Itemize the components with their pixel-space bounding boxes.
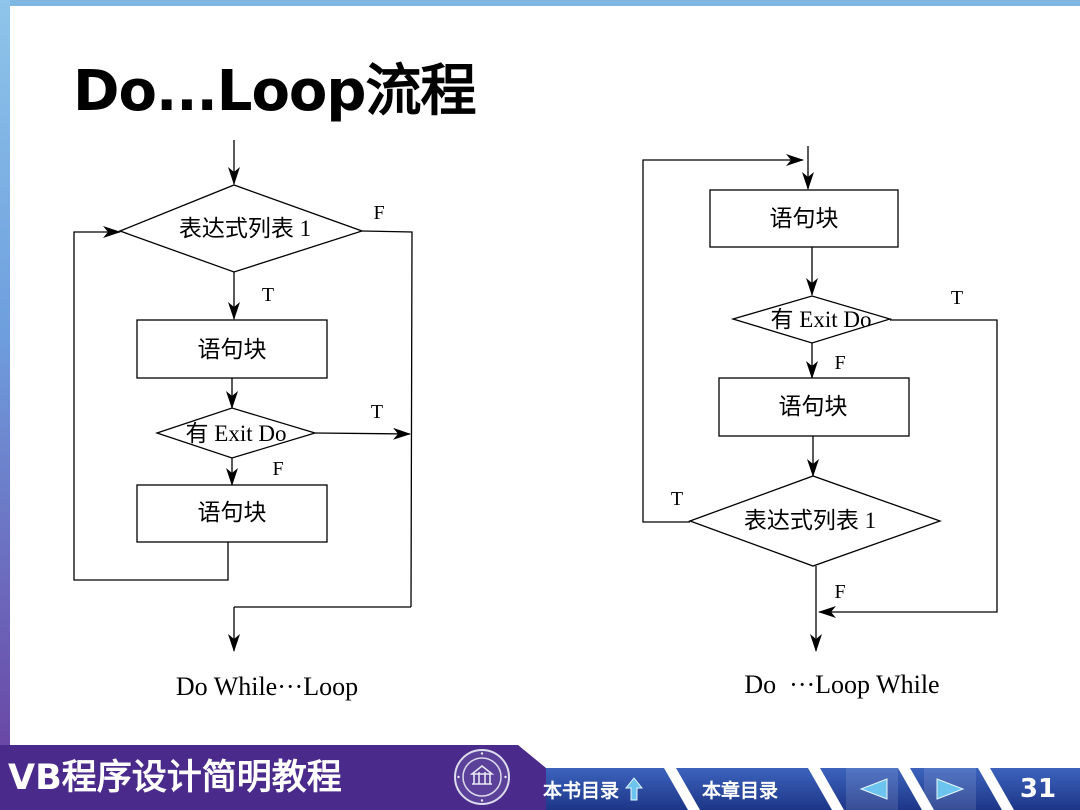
right-condition-false-label: F [834,581,845,603]
up-arrow-icon [624,777,644,801]
footer-bar: VB程序设计简明教程 本书目录 本章目录 [0,745,1080,810]
left-condition-false-line [361,230,413,608]
right-caption: Do ···Loop While [744,670,939,699]
right-condition-diamond [688,475,942,567]
nav-separator-3 [898,768,934,810]
right-loop-back-line [642,154,804,523]
prev-page-button[interactable] [852,768,896,810]
left-block-2-box [136,484,328,543]
right-exit-diamond [730,295,893,344]
nav-separator-4 [978,768,1014,810]
right-block-1-box [709,189,899,248]
left-exit-text: 有 Exit Do [186,421,287,446]
book-title: VB程序设计简明教程 [8,758,342,798]
triangle-left-icon [859,778,889,800]
footer-title-band [0,745,546,810]
right-block-1-text: 语句块 [770,206,839,231]
right-flowchart: 语句块 有 Exit Do T F 语句块 表达式列表 1 T F Do ···… [642,146,998,699]
book-toc-label: 本书目录 [543,779,620,802]
left-exit-true-arrow [314,427,411,440]
right-condition-text: 表达式列表 1 [744,508,876,533]
left-block-1-text: 语句块 [198,337,267,362]
right-exit-text: 有 Exit Do [771,307,872,332]
nav-separator-2 [808,768,844,810]
right-block-2-box [718,377,910,437]
left-caption: Do While···Loop [176,672,358,701]
right-condition-true-label: T [671,488,683,510]
slide-title: Do...Loop流程 [73,59,476,124]
chapter-toc-label: 本章目录 [702,779,779,802]
left-condition-false-label: F [373,202,384,224]
left-loop-back-line [73,226,229,581]
left-block-1-box [136,319,328,379]
chapter-toc-button[interactable]: 本章目录 [702,768,802,810]
right-exit-false-label: F [834,352,845,374]
right-exit-true-line [818,319,998,618]
left-flowchart: 表达式列表 1 F T 语句块 有 Exit Do T F 语句块 Do Whi… [73,140,413,701]
left-accent-strip [0,0,10,745]
flowchart-diagram: 表达式列表 1 F T 语句块 有 Exit Do T F 语句块 Do Whi… [73,140,998,701]
triangle-right-icon [935,778,965,800]
left-condition-text: 表达式列表 1 [179,216,311,241]
page-number: 31 [1019,774,1057,804]
right-exit-true-label: T [951,287,963,309]
left-block-2-text: 语句块 [198,500,267,525]
top-accent-strip [0,0,1080,6]
university-seal-icon [453,748,511,806]
right-block-2-text: 语句块 [779,394,848,419]
book-toc-button[interactable]: 本书目录 [543,768,661,810]
left-exit-false-label: F [272,458,283,480]
next-page-button[interactable] [928,768,972,810]
left-exit-true-label: T [371,401,383,423]
left-condition-true-label: T [262,284,274,306]
nav-separator-1 [664,768,700,810]
